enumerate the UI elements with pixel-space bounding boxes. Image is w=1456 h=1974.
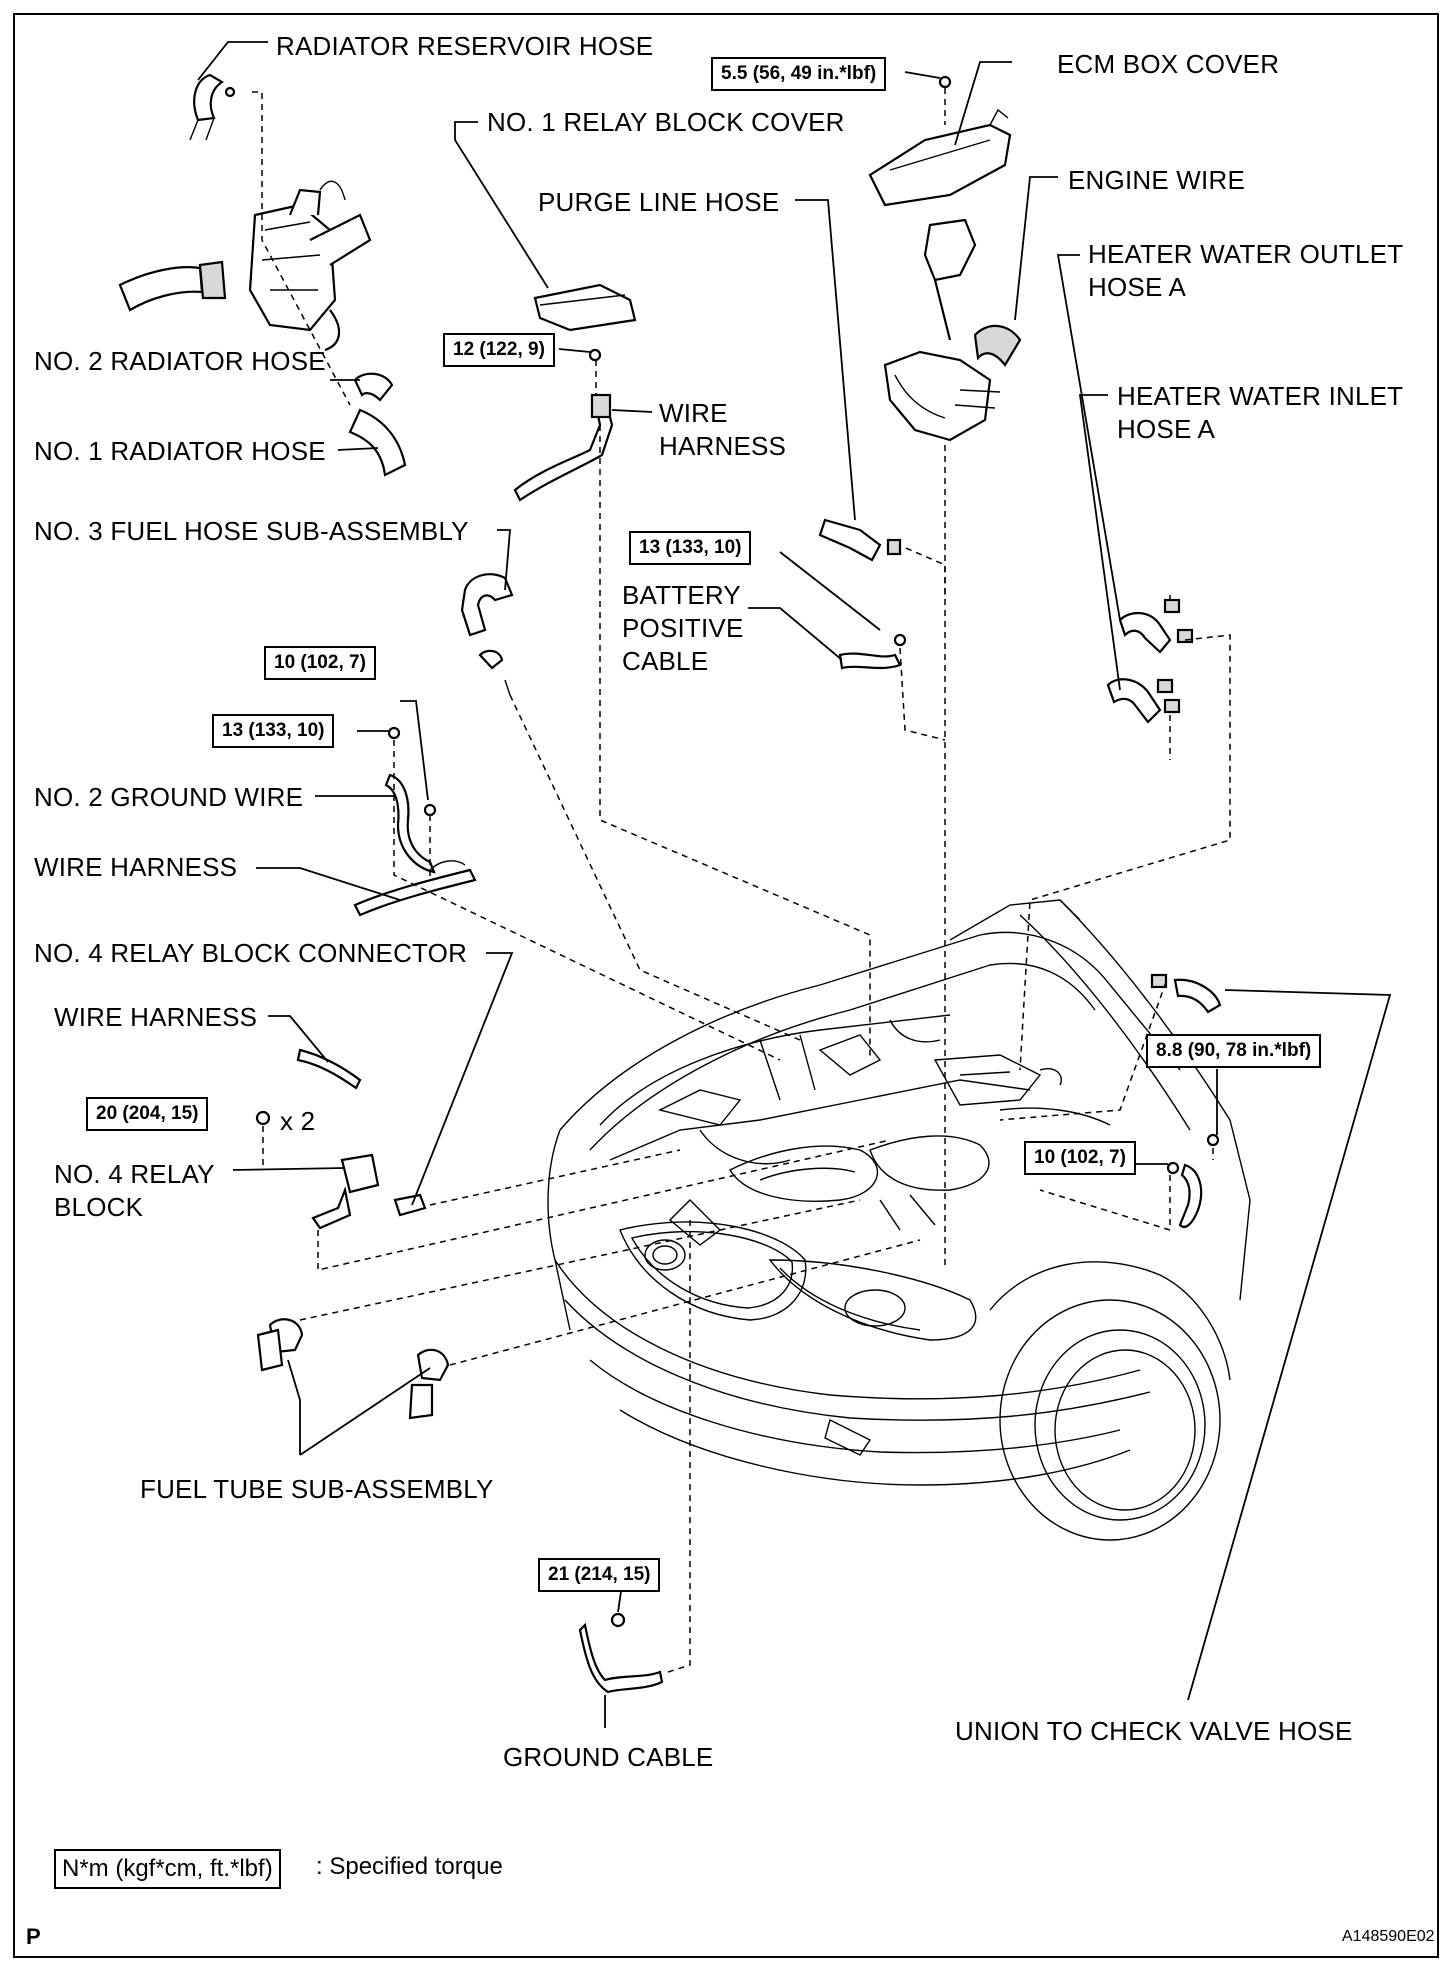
figure-id: A148590E02 [1342,1928,1435,1945]
assembly-lines [252,88,1231,1673]
legend-specified-torque: : Specified torque [316,1853,503,1880]
no2-ground-wire-part [384,773,436,874]
label-engine-wire: ENGINE WIRE [1068,165,1245,195]
label-x2: x 2 [280,1106,316,1136]
heater-water-outlet-hose-part [1118,612,1172,654]
torque-ecm-box-cover: 5.5 (56, 49 in.*lbf) [711,57,887,91]
label-battery-positive-cable: BATTERY POSITIVE CABLE [622,580,744,676]
label-radiator-reservoir-hose: RADIATOR RESERVOIR HOSE [276,31,654,61]
label-wire-harness-mid: WIRE HARNESS [34,852,238,882]
radiator-reservoir-hose-part [193,73,225,122]
torque-union-hose: 8.8 (90, 78 in.*lbf) [1146,1034,1322,1068]
torque-battery-positive-cable: 13 (133, 10) [629,531,752,565]
torque-ground-cable: 21 (214, 15) [538,1558,661,1592]
torque-right-ground: 10 (102, 7) [1024,1141,1136,1175]
torque-no2-ground-wire-a: 10 (102, 7) [264,646,376,680]
page-mark: P [26,1924,41,1949]
purge-line-hose-part [818,518,882,562]
label-no1-relay-block-cover: NO. 1 RELAY BLOCK COVER [487,107,845,137]
vehicle-front-illustration [547,899,1251,1541]
label-heater-water-outlet-hose-a: HEATER WATER OUTLET HOSE A [1088,239,1404,302]
water-inlet-housing-part [248,180,372,352]
torque-relay-block-cover: 12 (122, 9) [443,333,555,367]
battery-positive-cable-part [838,652,902,670]
label-no3-fuel-hose-sub-assembly: NO. 3 FUEL HOSE SUB-ASSEMBLY [34,516,469,546]
torque-no4-relay-block: 20 (204, 15) [86,1097,209,1131]
ecm-box-cover-part [868,123,1012,207]
label-fuel-tube-sub-assembly: FUEL TUBE SUB-ASSEMBLY [140,1474,494,1504]
label-no2-radiator-hose: NO. 2 RADIATOR HOSE [34,346,326,376]
label-heater-water-inlet-hose-a: HEATER WATER INLET HOSE A [1117,381,1404,444]
label-no2-ground-wire: NO. 2 GROUND WIRE [34,782,304,812]
no4-relay-block-connector-part [393,1193,427,1217]
union-to-check-valve-hose-part [1173,978,1222,1014]
legend-unit-box: N*m (kgf*cm, ft.*lbf) [54,1849,281,1889]
label-no4-relay-block-connector: NO. 4 RELAY BLOCK CONNECTOR [34,938,468,968]
wire-harness-mid-part [353,868,477,917]
label-wire-harness-top: WIRE HARNESS [659,398,787,461]
wire-harness-low-part [296,1048,362,1090]
torque-no2-ground-wire-b: 13 (133, 10) [212,714,335,748]
no4-relay-block-part [340,1153,380,1194]
label-union-to-check-valve-hose: UNION TO CHECK VALVE HOSE [955,1716,1353,1746]
ground-cable-part [578,1622,664,1694]
label-ground-cable: GROUND CABLE [503,1742,714,1772]
heater-water-inlet-hose-part [1106,678,1162,724]
label-no4-relay-block: NO. 4 RELAY BLOCK [54,1159,215,1222]
no2-radiator-hose-part [118,266,204,312]
engine-wire-part [883,218,1022,442]
label-ecm-box-cover: ECM BOX COVER [1057,49,1280,79]
diagram-frame [13,13,1439,1958]
label-wire-harness-low: WIRE HARNESS [54,1002,258,1032]
no1-radiator-hose-part [348,408,407,477]
label-purge-line-hose: PURGE LINE HOSE [538,187,780,217]
no1-relay-block-cover-part [533,283,637,332]
label-no1-radiator-hose: NO. 1 RADIATOR HOSE [34,436,326,466]
leader-lines [197,41,1392,1728]
no3-fuel-hose-part [460,573,514,637]
